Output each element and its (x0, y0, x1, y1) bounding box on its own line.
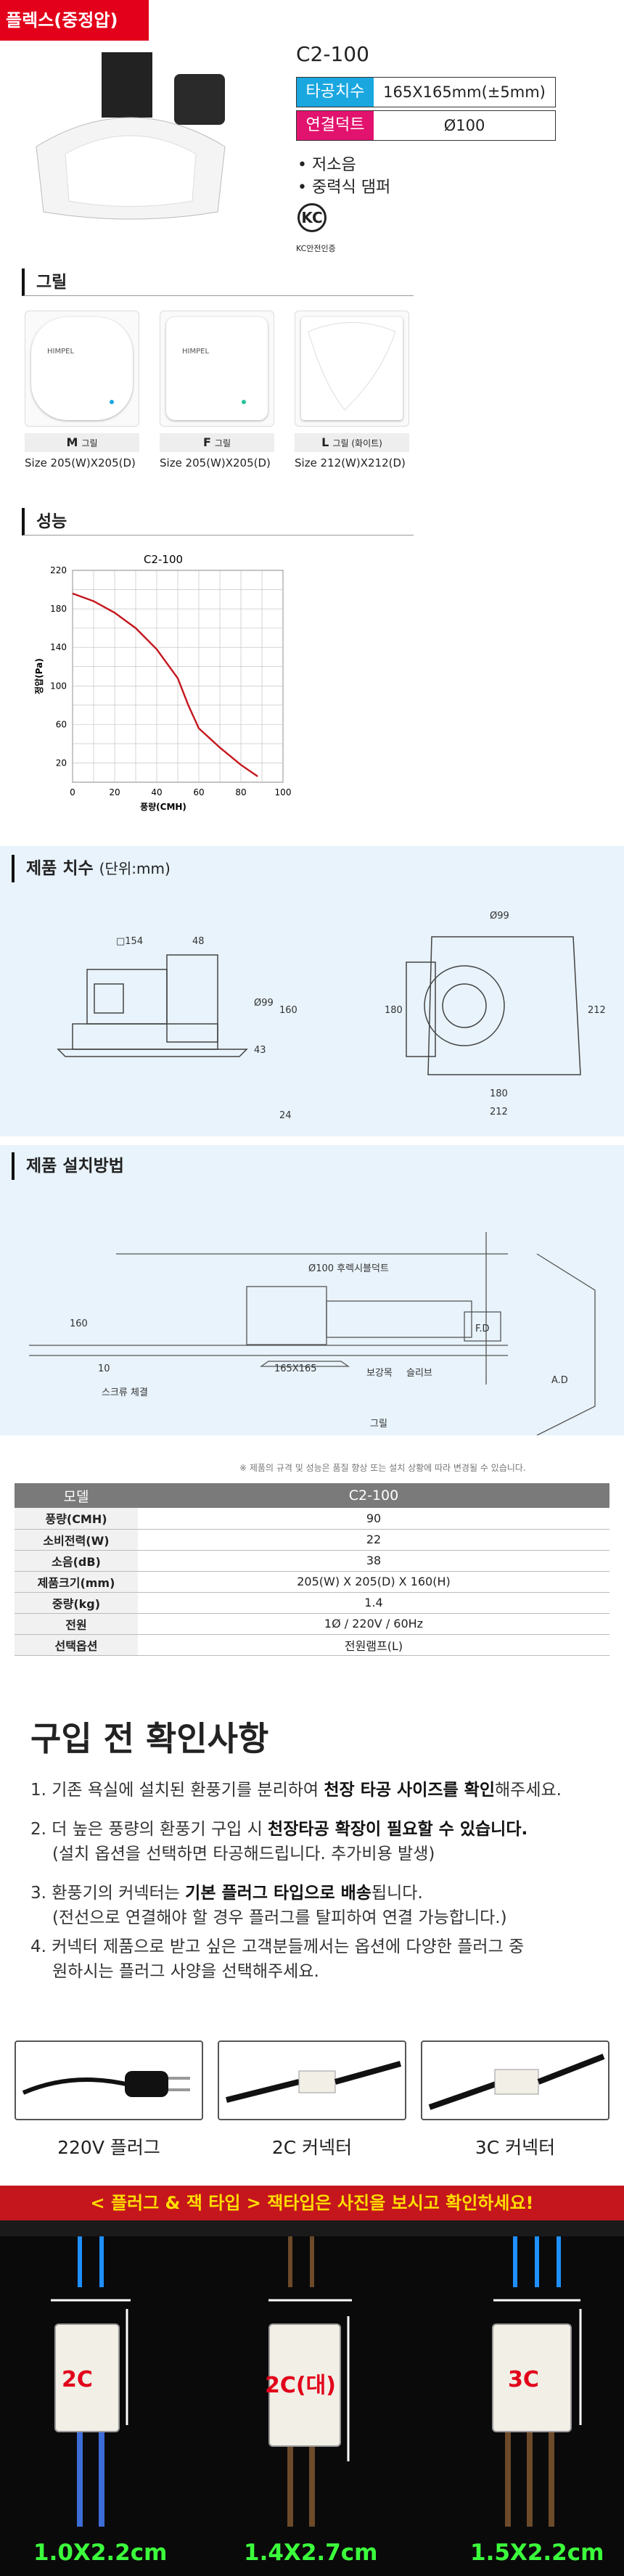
install-label: 스크류 체결 (102, 1387, 148, 1398)
spec-value: 165X165mm(±5mm) (383, 83, 546, 101)
section-title-install: 제품 설치방법 (12, 1152, 124, 1180)
table-row: 소음(dB)38 (15, 1550, 609, 1572)
install-panel: 제품 설치방법 Ø100 후렉시블덕트 F.D A.D 160 10 165X1… (0, 1145, 624, 1435)
grill-caption-m: M 그릴 Size 205(W)X205(D) (25, 433, 139, 469)
dim-label: 24 (279, 1110, 292, 1121)
x-tick-label: 100 (275, 787, 292, 797)
connector-label: 3C (508, 2367, 539, 2392)
grill-image-m: HIMPEL (25, 311, 139, 427)
x-tick-label: 60 (193, 787, 204, 797)
x-tick-label: 80 (235, 787, 246, 797)
install-label: F.D (475, 1324, 490, 1334)
y-tick-label: 100 (50, 681, 67, 691)
purchase-notes: 1. 기존 욕실에 설치된 환풍기를 분리하여 천장 타공 사이즈를 확인해주세… (30, 1781, 562, 1981)
y-tick-label: 180 (50, 604, 67, 614)
dim-label: 48 (192, 936, 205, 947)
install-label: 160 (70, 1318, 88, 1329)
plug-image-220v (15, 2040, 203, 2120)
plug-image-3c (421, 2040, 609, 2120)
performance-chart: 0 20 40 60 80 100 20 60 100 140 180 220 C2-100 풍량(CMH… (33, 553, 292, 812)
dim-label: 212 (588, 1005, 606, 1016)
feature-item: • 저소음 (297, 156, 356, 174)
grill-caption-f: F 그릴 Size 205(W)X205(D) (160, 433, 274, 469)
dimensions-panel: 제품 치수 (단위:mm) □154 48 Ø99 160 43 24 Ø99 … (0, 846, 624, 1136)
plug-caption: 220V 플러그 (57, 2137, 160, 2158)
dim-label: 160 (279, 1005, 297, 1016)
y-tick-label: 20 (56, 758, 67, 768)
dim-label: 180 (490, 1088, 508, 1099)
connector-3c (492, 2323, 572, 2432)
grill-caption-l: L 그릴 (화이트) Size 212(W)X212(D) (295, 433, 409, 469)
section-title-grill: 그릴 (22, 268, 414, 296)
spec-key: 타공치수 (297, 78, 374, 107)
dim-label: □154 (116, 936, 143, 947)
y-tick-label: 220 (50, 565, 67, 575)
spec-value: Ø100 (443, 117, 485, 134)
purchase-title: 구입 전 확인사항 (30, 1719, 269, 1758)
grill-image-f: HIMPEL (160, 311, 274, 427)
table-row: 소비전력(W)22 (15, 1529, 609, 1551)
spec-hole-size: 타공치수 165X165mm(±5mm) (296, 77, 556, 107)
x-tick-label: 40 (151, 787, 162, 797)
connector-size: 1.0X2.2cm (33, 2540, 168, 2566)
table-row: 중량(kg)1.4 (15, 1592, 609, 1614)
install-label: 10 (98, 1363, 110, 1374)
connector-label: 2C (62, 2367, 93, 2392)
connector-banner: < 플러그 & 잭 타입 > 잭타입은 사진을 보시고 확인하세요! (0, 2186, 624, 2220)
y-axis-label: 정압(Pa) (33, 658, 44, 694)
plug-image-2c (218, 2040, 406, 2120)
x-axis-label: 풍량(CMH) (140, 802, 186, 812)
category-tag: 플렉스(중정압) (0, 0, 149, 41)
chart-title: C2-100 (144, 553, 183, 566)
x-tick-label: 0 (70, 787, 75, 797)
install-label: A.D (551, 1375, 568, 1386)
dim-label: Ø99 (254, 998, 274, 1009)
feature-list: • 저소음 • 중력식 댐퍼 (297, 154, 390, 199)
section-title-performance: 성능 (22, 508, 414, 536)
dim-label: 180 (385, 1005, 403, 1016)
series-line (72, 592, 258, 777)
spec-duct: 연결덕트 Ø100 (296, 110, 556, 141)
table-row: 제품크기(mm)205(W) X 205(D) X 160(H) (15, 1571, 609, 1593)
product-image (22, 45, 239, 241)
connector-2c-large (268, 2323, 341, 2447)
connector-size: 1.4X2.7cm (244, 2540, 378, 2566)
install-label: Ø100 후렉시블덕트 (308, 1263, 389, 1274)
model-name: C2-100 (296, 42, 369, 66)
feature-item: • 중력식 댐퍼 (297, 179, 391, 197)
dim-label: Ø99 (490, 911, 509, 922)
x-tick-label: 20 (109, 787, 120, 797)
install-label: 보강목 (366, 1368, 393, 1379)
y-tick-label: 140 (50, 642, 67, 652)
brand-label: HIMPEL (182, 348, 210, 356)
brand-label: HIMPEL (47, 348, 75, 356)
dim-label: 212 (490, 1107, 508, 1117)
grill-image-l (295, 311, 409, 427)
plug-caption: 2C 커넥터 (271, 2137, 353, 2158)
connector-photo-panel: 2C 2C(대) 3C 1.0X2.2cm 1.4X2.7cm 1.5X2.2c… (0, 2186, 624, 2576)
install-label: 슬리브 (406, 1368, 432, 1379)
section-title-dims: 제품 치수 (단위:mm) (12, 855, 171, 882)
y-tick-label: 60 (56, 719, 67, 729)
connector-label: 2C(대) (265, 2373, 336, 2398)
spec-key: 연결덕트 (297, 111, 374, 140)
install-label: 165X165 (274, 1363, 317, 1374)
table-row: 풍량(CMH)90 (15, 1508, 609, 1530)
plug-caption: 3C 커넥터 (475, 2137, 556, 2158)
connector-size: 1.5X2.2cm (470, 2540, 604, 2566)
kc-icon: KC (297, 203, 327, 232)
install-label: 그릴 (370, 1419, 387, 1429)
spec-note: ※ 제품의 규격 및 성능은 품질 향상 또는 설치 상황에 따라 변경될 수 … (239, 1463, 526, 1473)
kc-caption: KC안전인증 (296, 244, 336, 253)
dim-label: 43 (254, 1045, 266, 1056)
connector-2c (54, 2323, 120, 2432)
